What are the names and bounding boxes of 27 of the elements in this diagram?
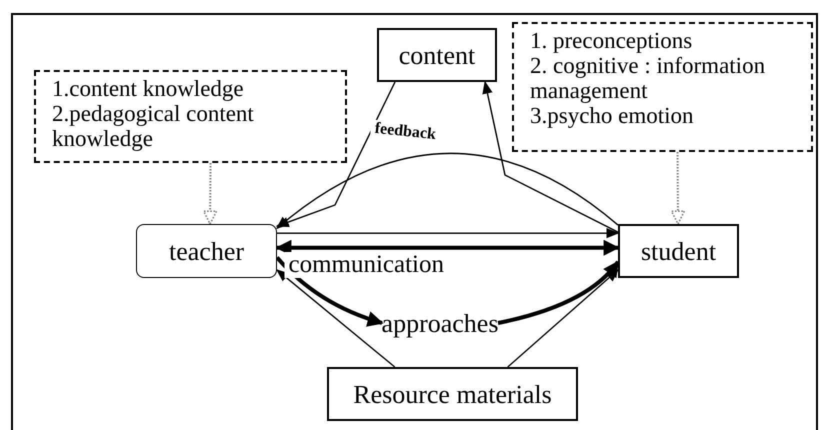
node-text: 1.content knowledge bbox=[52, 76, 245, 101]
process-box bbox=[377, 28, 497, 82]
node-text: 2.pedagogical content knowledge bbox=[52, 101, 255, 151]
arrow bbox=[276, 82, 396, 228]
node-text: student bbox=[640, 236, 716, 268]
node-text: 1. preconceptions bbox=[530, 28, 694, 53]
dashed-note-box bbox=[34, 70, 347, 163]
node-text: Resource materials bbox=[353, 378, 552, 410]
node-text: 3.psycho emotion bbox=[530, 103, 695, 128]
arrow bbox=[277, 228, 620, 238]
arrow bbox=[276, 152, 618, 230]
rounded-box bbox=[136, 224, 277, 278]
node-text: 2. cognitive : information management bbox=[530, 53, 766, 103]
process-box bbox=[618, 224, 739, 278]
node-text: content bbox=[398, 40, 476, 72]
dashed-note-box bbox=[512, 22, 813, 152]
arrow bbox=[498, 260, 620, 325]
arrow bbox=[507, 269, 619, 368]
node-text: approaches bbox=[382, 308, 498, 340]
arrow bbox=[276, 269, 396, 368]
arrow bbox=[482, 80, 618, 233]
process-box bbox=[327, 367, 578, 421]
arrow bbox=[670, 152, 686, 225]
arrow bbox=[275, 240, 620, 256]
arrow bbox=[202, 163, 218, 225]
node-text: teacher bbox=[168, 236, 244, 268]
arrow bbox=[276, 256, 384, 326]
